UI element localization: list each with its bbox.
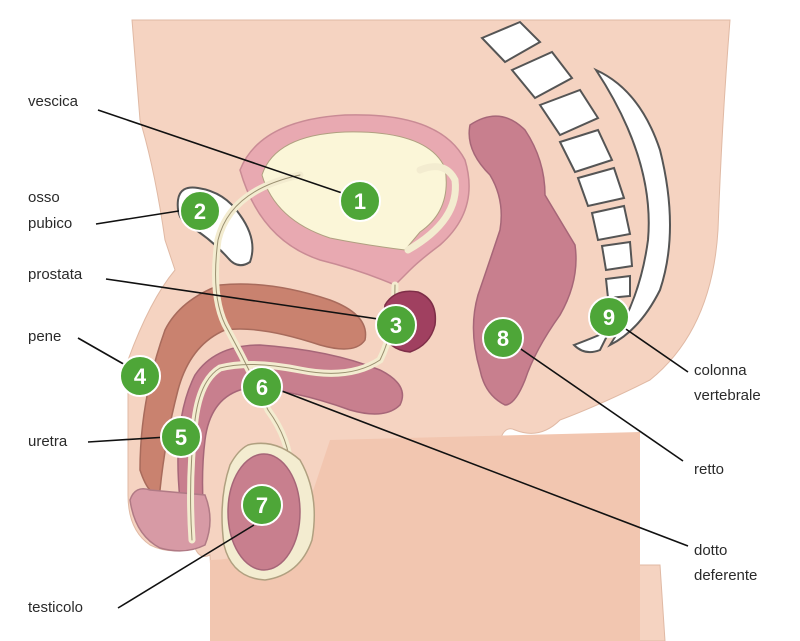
- leader-retto: [514, 344, 684, 462]
- label-colonna: colonna: [694, 362, 747, 379]
- label-dotto: dotto: [694, 542, 727, 559]
- marker-3-number: 3: [390, 313, 402, 338]
- label-pene: pene: [28, 328, 61, 345]
- leader-osso: [95, 209, 186, 225]
- marker-4-number: 4: [134, 364, 147, 389]
- marker-1-number: 1: [354, 189, 366, 214]
- label-vertebrale: vertebrale: [694, 387, 761, 404]
- spine: [480, 20, 671, 354]
- leader-prostata: [105, 278, 386, 321]
- leader-colonna: [619, 324, 689, 373]
- marker-5-number: 5: [175, 425, 187, 450]
- label-pubico: pubico: [28, 215, 72, 232]
- marker-2: 2: [179, 190, 221, 232]
- label-osso: osso: [28, 189, 60, 206]
- marker-5: 5: [160, 416, 202, 458]
- marker-8-number: 8: [497, 326, 509, 351]
- thigh-area: [210, 432, 640, 641]
- label-prostata: prostata: [28, 266, 83, 283]
- label-deferente: deferente: [694, 567, 757, 584]
- label-uretra: uretra: [28, 433, 68, 450]
- marker-4: 4: [119, 355, 161, 397]
- leader-lines: [77, 109, 689, 609]
- marker-8: 8: [482, 317, 524, 359]
- marker-6: 6: [241, 366, 283, 408]
- marker-1: 1: [339, 180, 381, 222]
- marker-7-number: 7: [256, 493, 268, 518]
- marker-9-number: 9: [603, 305, 615, 330]
- marker-9: 9: [588, 296, 630, 338]
- label-vescica: vescica: [28, 93, 79, 110]
- label-retto: retto: [694, 461, 724, 478]
- marker-2-number: 2: [194, 199, 206, 224]
- penis-tip: [129, 488, 211, 552]
- leader-testicolo: [117, 524, 255, 609]
- leader-uretra: [87, 436, 168, 443]
- corpus-spongiosum: [177, 344, 404, 535]
- marker-6-number: 6: [256, 375, 268, 400]
- leader-vescica: [97, 109, 349, 196]
- leader-dotto: [273, 387, 689, 547]
- marker-7: 7: [241, 484, 283, 526]
- leader-pene: [77, 337, 128, 367]
- label-testicolo: testicolo: [28, 599, 83, 616]
- marker-3: 3: [375, 304, 417, 346]
